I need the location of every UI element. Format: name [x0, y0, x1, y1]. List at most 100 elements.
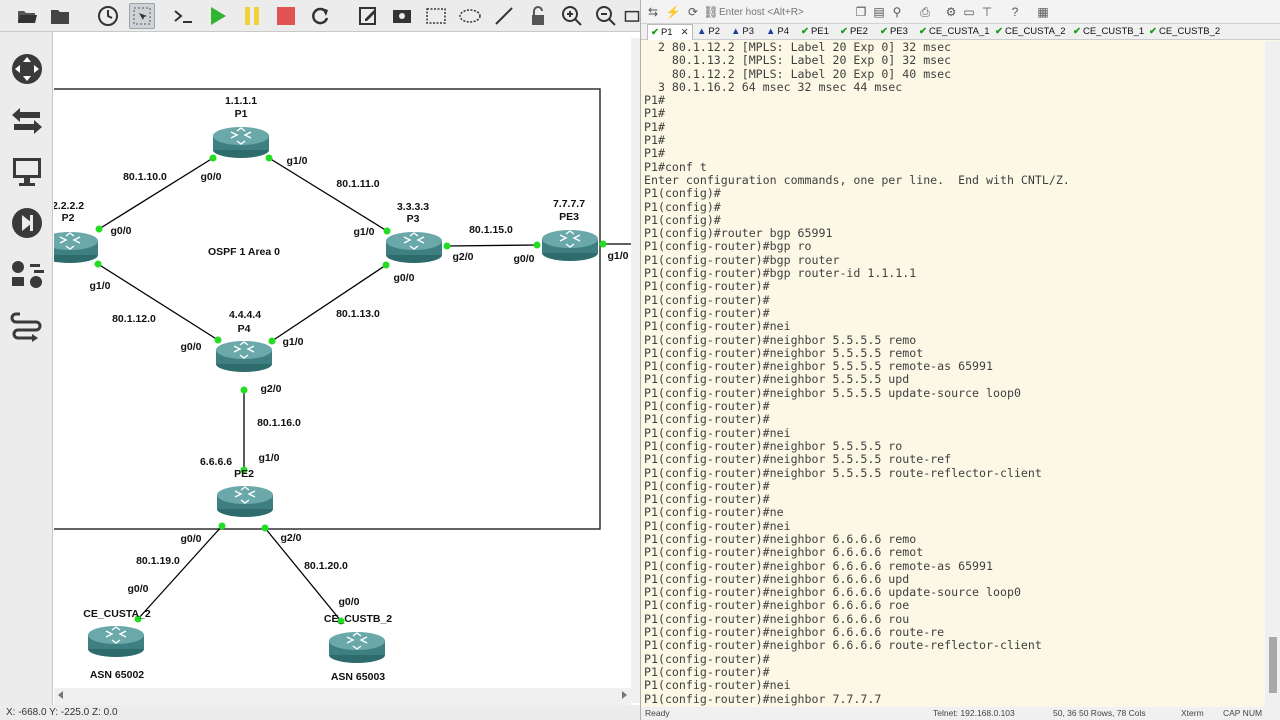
map-icon[interactable]: ▦	[1037, 5, 1049, 19]
tab-ce-custb-2[interactable]: ✔CE_CUSTB_2	[1149, 24, 1220, 40]
p1-label: P1	[235, 108, 248, 120]
link-icon[interactable]: ⛓	[703, 5, 719, 19]
warning-icon: ▲	[731, 26, 741, 37]
reload-icon[interactable]	[307, 3, 333, 29]
status-keys: CAP NUM	[1223, 708, 1263, 718]
canvas-horizontal-scrollbar[interactable]	[54, 688, 631, 705]
clock-icon[interactable]	[95, 3, 121, 29]
settings-icon[interactable]: ⚙	[945, 5, 957, 19]
tab-arrows-icon[interactable]: ⇆	[647, 5, 659, 19]
ellipse-icon[interactable]	[457, 3, 483, 29]
tab-p1[interactable]: ✔P1✕	[647, 24, 693, 40]
link-pe2-cea	[137, 525, 223, 620]
paste-icon[interactable]: ▤	[873, 5, 885, 19]
terminal-line: P1(config-router)#neighbor 6.6.6.6 route…	[644, 638, 1042, 653]
zoom-out-icon[interactable]	[593, 3, 619, 29]
interface-label: g1/0	[286, 155, 307, 167]
folder-icon[interactable]	[47, 3, 73, 29]
pause-icon[interactable]	[239, 3, 265, 29]
terminal-scrollbar[interactable]	[1265, 41, 1280, 707]
tab-pe2[interactable]: ✔PE2	[840, 24, 868, 40]
switches-icon[interactable]	[8, 101, 46, 139]
scroll-right-icon[interactable]	[622, 691, 627, 699]
tab-ce-custb-1[interactable]: ✔CE_CUSTB_1	[1073, 24, 1144, 40]
print-icon[interactable]: ⎙	[920, 5, 930, 19]
edit-note-icon[interactable]	[355, 3, 381, 29]
find-icon[interactable]: ⚲	[892, 5, 902, 19]
lock-icon[interactable]	[525, 3, 551, 29]
image-icon[interactable]	[389, 3, 415, 29]
console-icon[interactable]	[170, 3, 196, 29]
link-p2-p4	[97, 263, 219, 341]
net-label: 80.1.11.0	[336, 178, 379, 190]
interface-label: g0/0	[180, 341, 201, 353]
links	[97, 157, 640, 622]
tab-ce-custa-2[interactable]: ✔CE_CUSTA_2	[995, 24, 1066, 40]
status-ready: Ready	[645, 708, 670, 718]
tab-label: P2	[708, 26, 721, 37]
sftp-icon[interactable]: ⊤	[981, 5, 993, 19]
tab-p4[interactable]: ▲P4	[766, 24, 789, 40]
p2-router-id: 2.2.2.2	[54, 200, 84, 212]
host-input[interactable]	[719, 4, 849, 20]
terminal-line: P1(config-router)#neighbor 5.5.5.5 ro	[644, 438, 903, 453]
interface-label: g0/0	[180, 533, 201, 545]
interface-label: g0/0	[338, 596, 359, 608]
tab-ce-custa-1[interactable]: ✔CE_CUSTA_1	[919, 24, 990, 40]
select-icon[interactable]	[129, 3, 155, 29]
zoom-in-icon[interactable]	[559, 3, 585, 29]
router-p4[interactable]	[215, 340, 273, 373]
scroll-left-icon[interactable]	[58, 691, 63, 699]
terminal-window: ⇆ ⚡ ⟳ ⛓ ❐ ▤ ⚲ ⎙ ⚙ ▭ ⊤ ? ▦ ✔P1✕▲P2▲P3▲P4✔…	[640, 0, 1280, 720]
topology-canvas[interactable]: 1.1.1.1 P1 2.2.2.2 P2 3.3.3.3 P3 7.7.7.7…	[54, 32, 640, 705]
p4-label: P4	[238, 323, 251, 335]
session-icon[interactable]: ▭	[963, 5, 975, 19]
net-label: 80.1.13.0	[336, 308, 380, 320]
tab-label: P3	[742, 26, 755, 37]
router-p3[interactable]	[385, 231, 443, 264]
rectangle-icon[interactable]	[423, 3, 449, 29]
interface-label: g0/0	[127, 583, 148, 595]
router-pe3[interactable]	[541, 229, 599, 262]
start-icon[interactable]	[205, 3, 231, 29]
routers-icon[interactable]	[8, 50, 46, 88]
terminal-line: P1(config-router)#neighbor 5.5.5.5 remo	[644, 332, 917, 347]
terminal-line: P1#	[644, 146, 665, 161]
all-devices-icon[interactable]	[8, 256, 46, 294]
terminal-line: 80.1.12.2 [MPLS: Label 20 Exp 0] 40 msec	[644, 66, 952, 81]
line-icon[interactable]	[491, 3, 517, 29]
terminal-scroll-thumb[interactable]	[1269, 637, 1277, 693]
terminal-output[interactable]: 2 80.1.12.2 [MPLS: Label 20 Exp 0] 32 ms…	[644, 41, 1266, 708]
router-ce-custb-2[interactable]	[328, 631, 386, 664]
folder-open-icon[interactable]	[14, 3, 40, 29]
screenshot-icon[interactable]	[624, 3, 640, 29]
connected-icon: ✔	[840, 26, 848, 37]
security-icon[interactable]	[8, 204, 46, 242]
tab-label: PE2	[849, 26, 868, 37]
net-label: 80.1.12.0	[112, 313, 156, 325]
interface-label: g1/0	[353, 226, 374, 238]
router-ce-custa-2[interactable]	[87, 625, 145, 658]
copy-icon[interactable]: ❐	[855, 5, 867, 19]
quick-connect-icon[interactable]: ⚡	[665, 5, 681, 19]
ce-custb-2-asn: ASN 65003	[331, 671, 385, 683]
terminal-line: P1(config-router)#neighbor 6.6.6.6 updat…	[644, 585, 1021, 600]
help-icon[interactable]: ?	[1011, 5, 1019, 19]
close-tab-icon[interactable]: ✕	[680, 27, 689, 38]
pe3-router-id: 7.7.7.7	[553, 198, 585, 210]
tab-p3[interactable]: ▲P3	[731, 24, 754, 40]
stop-icon[interactable]	[273, 3, 299, 29]
terminal-line: P1#	[644, 93, 665, 108]
reconnect-icon[interactable]: ⟳	[687, 5, 699, 19]
add-link-icon[interactable]	[8, 308, 46, 346]
tab-pe3[interactable]: ✔PE3	[880, 24, 908, 40]
router-p2[interactable]	[54, 231, 99, 264]
router-pe2[interactable]	[216, 485, 274, 518]
end-devices-icon[interactable]	[8, 152, 46, 190]
p3-label: P3	[407, 213, 420, 225]
canvas-vertical-scrollbar[interactable]	[631, 38, 640, 703]
tab-p2[interactable]: ▲P2	[697, 24, 720, 40]
tab-pe1[interactable]: ✔PE1	[801, 24, 829, 40]
p1-router-id: 1.1.1.1	[225, 95, 257, 107]
router-p1[interactable]	[212, 126, 270, 159]
